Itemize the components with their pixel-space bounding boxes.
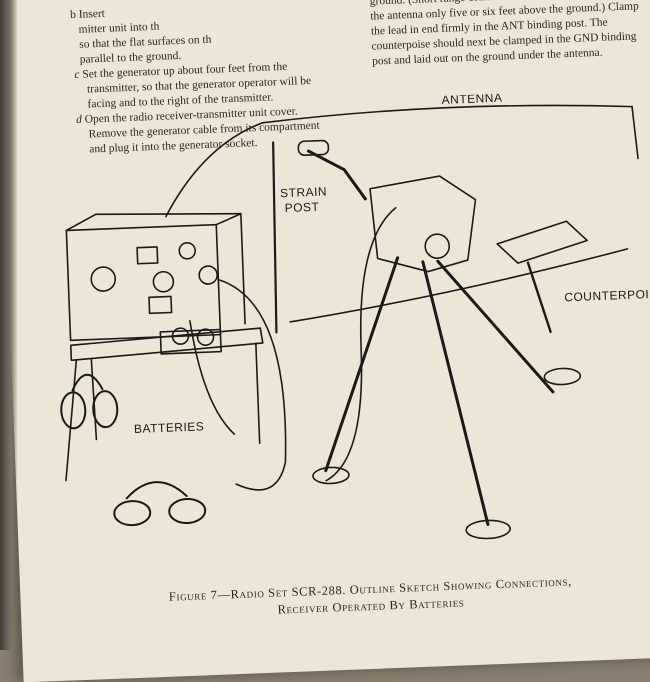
generator-cable xyxy=(325,206,397,482)
item-b-fragment: b Insert mitter unit into th so that the… xyxy=(70,0,327,68)
item-c-letter: c xyxy=(74,68,80,82)
strain-post-label-2: POST xyxy=(284,200,319,215)
generator-body xyxy=(369,175,477,273)
radio-set-sketch: ANTENNA STRAIN POST COUNTERPOISE BATTERI… xyxy=(60,91,650,540)
radio-unit xyxy=(65,223,222,342)
figure-caption: Figure 7—Radio Set SCR-288. Outline Sket… xyxy=(90,570,650,625)
antenna-label: ANTENNA xyxy=(441,91,502,107)
counterpoise-label: COUNTERPOISE xyxy=(564,286,650,304)
strain-post-label-1: STRAIN xyxy=(280,184,328,200)
operator-seat xyxy=(496,220,588,264)
right-text-column: ground. (Short range communication can b… xyxy=(370,0,643,70)
strain-post xyxy=(272,141,278,334)
right-paragraph: ground. (Short range communication can b… xyxy=(369,0,639,68)
batteries-block xyxy=(159,328,222,355)
antenna-wire xyxy=(261,104,633,124)
counterpoise-wire xyxy=(289,248,629,323)
page-binding-shadow xyxy=(0,0,18,650)
batteries-label: BATTERIES xyxy=(134,419,205,436)
headphones xyxy=(60,373,207,527)
table xyxy=(69,327,264,362)
